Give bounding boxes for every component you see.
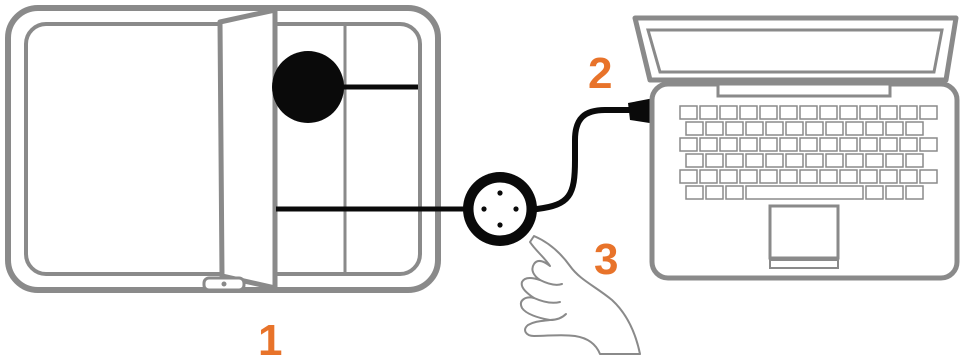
keyboard-key (679, 105, 698, 120)
keyboard-key (719, 137, 738, 152)
keyboard-key (879, 137, 898, 152)
keyboard-key (805, 153, 824, 168)
keyboard-key (919, 105, 938, 120)
keyboard-key (819, 105, 838, 120)
keyboard-key (885, 153, 904, 168)
keyboard-key (905, 153, 924, 168)
keyboard-key (765, 121, 784, 136)
keyboard-key (779, 137, 798, 152)
keyboard-key (799, 105, 818, 120)
keyboard-key (699, 137, 718, 152)
keyboard-key (705, 121, 724, 136)
keyboard-key (679, 137, 698, 152)
keyboard-key (905, 121, 924, 136)
keyboard-key (879, 169, 898, 184)
keyboard-key (699, 169, 718, 184)
step-number-1: 1 (258, 316, 282, 362)
keyboard-key (805, 121, 824, 136)
step-number-3: 3 (594, 235, 618, 284)
keyboard-key (699, 105, 718, 120)
keyboard-key (859, 169, 878, 184)
keyboard-key (685, 121, 704, 136)
keyboard-key (705, 185, 724, 200)
laptop-icon (632, 15, 960, 281)
keyboard-key (779, 169, 798, 184)
keyboard-key (825, 121, 844, 136)
keyboard-key (765, 153, 784, 168)
keyboard-key (885, 185, 904, 200)
keyboard-key (819, 169, 838, 184)
keyboard-key (839, 137, 858, 152)
keyboard-key (845, 153, 864, 168)
keyboard-key (745, 121, 764, 136)
keyboard-key (839, 105, 858, 120)
scanner-sensor-dot (272, 51, 344, 123)
laptop-keyboard (679, 105, 938, 200)
remote-control-icon[interactable] (463, 172, 537, 246)
keyboard-key (845, 121, 864, 136)
usb-plug (628, 98, 656, 124)
keyboard-key (799, 137, 818, 152)
keyboard-key (865, 121, 884, 136)
keyboard-key (725, 153, 744, 168)
scanner-icon (5, 5, 441, 293)
keyboard-key (825, 153, 844, 168)
keyboard-key (799, 169, 818, 184)
keyboard-key (705, 153, 724, 168)
keyboard-key (725, 121, 744, 136)
keyboard-key (865, 153, 884, 168)
keyboard-key (739, 169, 758, 184)
keyboard-key (839, 169, 858, 184)
keyboard-key (899, 105, 918, 120)
keyboard-key (685, 153, 704, 168)
laptop-trackpad (768, 204, 840, 260)
keyboard-key (885, 121, 904, 136)
keyboard-key (859, 137, 878, 152)
keyboard-key (899, 137, 918, 152)
keyboard-key (719, 169, 738, 184)
step-number-2: 2 (588, 49, 612, 98)
usb-cable-icon (534, 107, 643, 212)
keyboard-key (759, 105, 778, 120)
keyboard-key (859, 105, 878, 120)
keyboard-key (739, 105, 758, 120)
keyboard-key (785, 121, 804, 136)
keyboard-key (745, 153, 764, 168)
pointing-hand-icon (520, 235, 641, 355)
keyboard-key (679, 169, 698, 184)
keyboard-key (719, 105, 738, 120)
keyboard-key (685, 185, 704, 200)
keyboard-key (899, 169, 918, 184)
keyboard-key (785, 153, 804, 168)
keyboard-key (905, 185, 924, 200)
keyboard-key (865, 185, 884, 200)
keyboard-key (759, 169, 778, 184)
keyboard-key (879, 105, 898, 120)
keyboard-key (759, 137, 778, 152)
keyboard-key (919, 169, 938, 184)
keyboard-key (779, 105, 798, 120)
keyboard-key (819, 137, 838, 152)
keyboard-key (725, 185, 744, 200)
keyboard-key (739, 137, 758, 152)
keyboard-key (745, 185, 864, 200)
keyboard-key (919, 137, 938, 152)
